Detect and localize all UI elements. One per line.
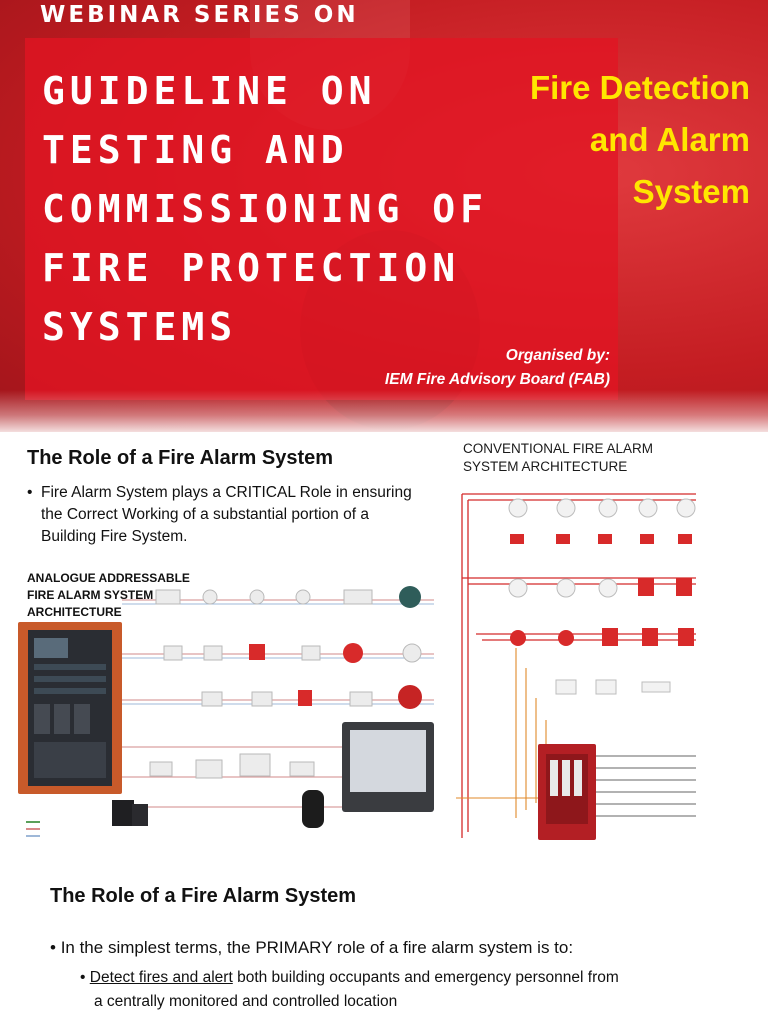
main-title-line: GUIDELINE ON — [42, 69, 377, 113]
diagram-legend — [26, 821, 40, 837]
remote-led-row — [510, 534, 692, 544]
control-panel-illustration — [18, 622, 122, 794]
io-module-row — [555, 679, 671, 695]
gas-cylinder-icon — [302, 790, 324, 828]
call-point-icon — [298, 690, 312, 706]
main-title-line: COMMISSIONING OF — [42, 187, 489, 231]
main-title: GUIDELINE ON TESTING AND COMMISSIONING O… — [42, 62, 602, 357]
organiser-name: IEM Fire Advisory Board (FAB) — [384, 371, 610, 388]
bullet-icon: • — [80, 969, 86, 986]
smoke-fade — [0, 390, 768, 432]
main-title-line: FIRE PROTECTION — [42, 246, 461, 290]
computer-workstation-illustration — [112, 800, 148, 826]
section2-sub-bullet: • Detect fires and alert both building o… — [80, 966, 740, 1014]
title-overlay — [25, 38, 618, 400]
main-title-line: TESTING AND — [42, 128, 349, 172]
webinar-banner: WEBINAR SERIES ON GUIDELINE ON TESTING A… — [0, 0, 768, 432]
sub-bullet-rest: both building occupants and emergency pe… — [232, 969, 619, 986]
network-row — [149, 753, 315, 779]
section1-bullet: • Fire Alarm System plays a CRITICAL Rol… — [27, 482, 422, 548]
topic-title: Fire Detection and Alarm System — [470, 62, 750, 218]
conventional-architecture-title: CONVENTIONAL FIRE ALARM SYSTEM ARCHITECT… — [463, 440, 723, 476]
series-label: WEBINAR SERIES ON — [40, 2, 359, 28]
analogue-label-line: ANALOGUE ADDRESSABLE — [27, 571, 190, 585]
conventional-detector-row-2 — [508, 578, 618, 598]
analogue-label-line: ARCHITECTURE — [27, 605, 122, 619]
beam-detector-icon — [399, 586, 421, 608]
conventional-title-line: SYSTEM ARCHITECTURE — [463, 459, 628, 474]
analogue-addressable-diagram — [18, 586, 434, 837]
analogue-label-line: FIRE ALARM SYSTEM — [27, 588, 154, 602]
conventional-architecture-diagram — [456, 493, 696, 840]
sub-bullet-line2: a centrally monitored and controlled loc… — [94, 993, 398, 1010]
section2-bullet-text: In the simplest terms, the PRIMARY role … — [60, 938, 574, 957]
topic-title-line: and Alarm — [589, 121, 750, 158]
graphic-display-illustration — [342, 722, 434, 812]
section2-heading: The Role of a Fire Alarm System — [50, 885, 357, 907]
strobe-icon — [398, 685, 422, 709]
organised-by-label: Organised by: — [505, 347, 610, 364]
section2-bullet: • In the simplest terms, the PRIMARY rol… — [50, 936, 750, 960]
topic-title-line: Fire Detection — [529, 69, 750, 106]
manual-call-point-icon — [249, 644, 265, 660]
module-row — [163, 643, 422, 663]
sounder-icon — [343, 643, 363, 663]
panel-output-lines — [596, 755, 696, 817]
conventional-title-line: CONVENTIONAL FIRE ALARM — [463, 441, 654, 456]
main-title-line: SYSTEMS — [42, 305, 238, 349]
conventional-power-lines — [456, 648, 547, 818]
detector-row — [155, 589, 373, 605]
conventional-detector-row — [508, 498, 696, 518]
bullet-icon: • — [27, 484, 33, 501]
bullet-icon: • — [50, 938, 56, 957]
topic-title-line: System — [632, 173, 750, 210]
interface-row — [201, 691, 373, 707]
conventional-control-panel-illustration — [538, 744, 596, 840]
manual-call-point-row — [638, 578, 692, 596]
section1-bullet-text: Fire Alarm System plays a CRITICAL Role … — [41, 484, 412, 545]
detect-and-alert-text: Detect fires and alert — [89, 969, 233, 986]
bell-strobe-row — [510, 628, 694, 646]
analogue-architecture-label: ANALOGUE ADDRESSABLE FIRE ALARM SYSTEM A… — [27, 570, 197, 621]
section1-heading: The Role of a Fire Alarm System — [27, 447, 334, 469]
organiser-block: Organised by: IEM Fire Advisory Board (F… — [380, 344, 610, 392]
